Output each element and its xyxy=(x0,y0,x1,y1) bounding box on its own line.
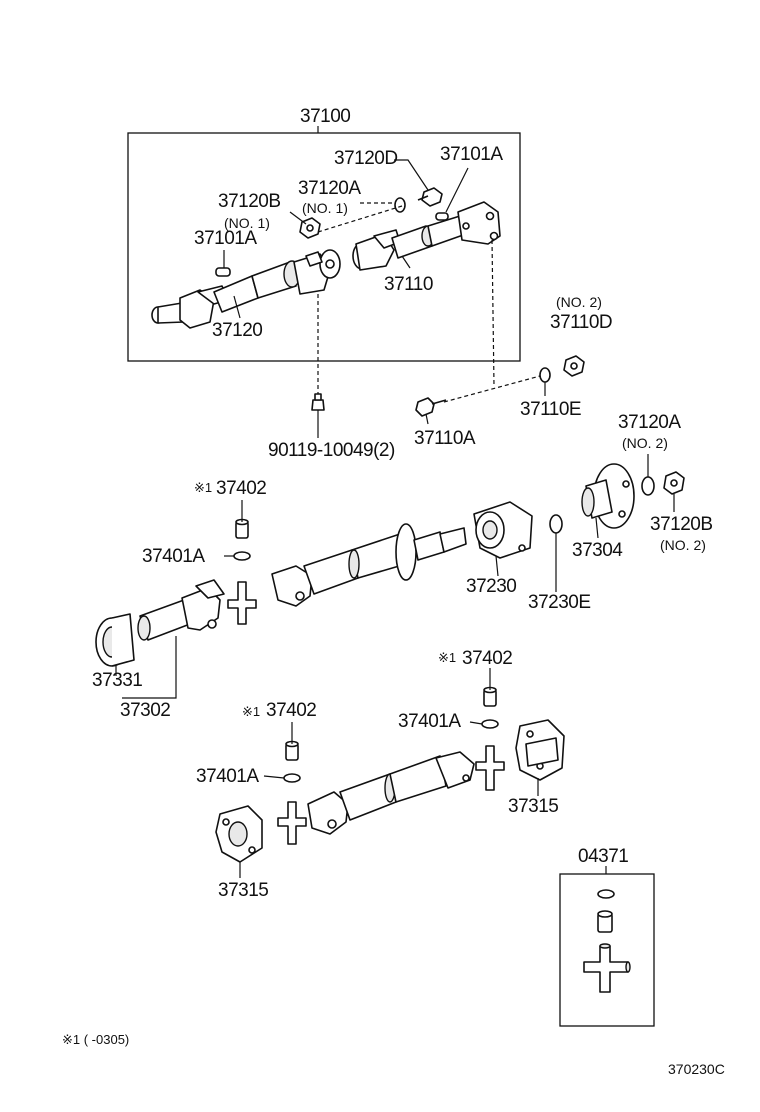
kit-bearing-cup xyxy=(597,910,613,933)
cross-joint-b xyxy=(475,745,505,791)
label-37402-a: 37402 xyxy=(216,478,266,499)
label-mark-3: ※1 xyxy=(242,704,260,719)
leader-37101A-top xyxy=(445,167,469,213)
label-no1-a: (NO. 1) xyxy=(224,215,270,231)
label-37120A: 37120A xyxy=(298,178,361,199)
leader-37120D xyxy=(394,159,429,191)
label-37120: 37120 xyxy=(212,320,262,341)
intermediate-shaft xyxy=(271,523,467,607)
center-shaft-37302 xyxy=(95,579,225,667)
bolt-37110A xyxy=(415,397,447,417)
figure-code: 370230C xyxy=(668,1061,725,1077)
dash-37120A-to-nut xyxy=(317,205,403,233)
kit-snap-ring xyxy=(597,889,615,899)
propeller-shaft-rear-37120 xyxy=(151,249,341,329)
dash-bolt-to-washer xyxy=(443,375,541,403)
kit-04371-box xyxy=(559,873,655,1027)
leader-37110A xyxy=(425,413,429,425)
label-37100: 37100 xyxy=(300,106,350,127)
leader-37304 xyxy=(595,517,599,539)
label-37304: 37304 xyxy=(572,540,623,561)
washer-37230E xyxy=(549,514,563,534)
spider-37402-b xyxy=(483,686,497,707)
label-37401A-c: 37401A xyxy=(196,766,259,787)
label-37120B-r: 37120B xyxy=(650,514,713,535)
assembly-37100-box xyxy=(127,132,521,362)
label-mark-2: ※1 xyxy=(438,650,456,665)
label-37401A-b: 37401A xyxy=(398,711,461,732)
snap-ring-37101A-top xyxy=(435,212,449,221)
nut-37110D xyxy=(563,355,585,377)
label-no2-b: (NO. 2) xyxy=(622,435,668,451)
label-37315-l: 37315 xyxy=(218,880,268,901)
label-37230: 37230 xyxy=(466,576,516,597)
label-37120D: 37120D xyxy=(334,148,398,169)
leader-37401A-b xyxy=(469,721,483,725)
label-37101A-left: 37101A xyxy=(194,228,257,249)
rear-shaft-lower xyxy=(307,751,475,835)
companion-flange-37304 xyxy=(581,463,635,529)
center-bearing-37230 xyxy=(473,501,533,559)
leader-37120 xyxy=(233,295,241,319)
washer-37120A-no1 xyxy=(394,197,406,213)
snap-ring-37101A-left xyxy=(215,267,231,277)
leader-37230 xyxy=(495,555,499,577)
label-37110A: 37110A xyxy=(414,428,476,449)
leader-37401A-c xyxy=(263,775,285,779)
snap-ring-37401A-b xyxy=(481,719,499,729)
flange-yoke-37315-right xyxy=(515,719,565,781)
label-37110D: 37110D xyxy=(550,312,612,333)
label-37110: 37110 xyxy=(384,274,433,295)
snap-ring-37401A-c xyxy=(283,773,301,783)
nut-37120B-no2 xyxy=(663,471,685,495)
spider-37402-a xyxy=(235,518,249,539)
label-37315-r: 37315 xyxy=(508,796,558,817)
grease-fitting-90119 xyxy=(311,393,325,411)
label-mark-1: ※1 xyxy=(194,480,212,495)
label-37110E: 37110E xyxy=(520,399,581,420)
label-no2-a: (NO. 2) xyxy=(556,294,602,310)
cross-joint-c xyxy=(277,801,307,845)
leader-37110 xyxy=(401,255,411,269)
spider-37402-c xyxy=(285,740,299,761)
footnote: ※1 ( -0305) xyxy=(62,1032,129,1047)
label-37302: 37302 xyxy=(120,700,170,721)
label-37120B: 37120B xyxy=(218,191,281,212)
label-37402-b: 37402 xyxy=(462,648,512,669)
bolt-37120D xyxy=(417,187,443,207)
leader-37120B xyxy=(289,211,307,225)
label-no2-c: (NO. 2) xyxy=(660,537,706,553)
label-04371: 04371 xyxy=(578,846,628,867)
washer-37120A-no2 xyxy=(641,476,655,496)
label-37101A-top: 37101A xyxy=(440,144,503,165)
propeller-shaft-front-37110 xyxy=(352,201,501,271)
dash-front-flange xyxy=(491,239,495,387)
label-90119: 90119-10049(2) xyxy=(268,440,395,461)
label-no1-b: (NO. 1) xyxy=(302,200,348,216)
label-37120A-r: 37120A xyxy=(618,412,681,433)
label-37230E: 37230E xyxy=(528,592,591,613)
label-37401A-a: 37401A xyxy=(142,546,205,567)
kit-cross-joint xyxy=(583,943,631,993)
snap-ring-37401A-a xyxy=(233,551,251,561)
label-37331: 37331 xyxy=(92,670,142,691)
washer-37110E xyxy=(539,367,551,383)
cross-joint-a xyxy=(227,581,257,625)
label-37402-c: 37402 xyxy=(266,700,316,721)
flange-yoke-37315-left xyxy=(215,805,263,863)
assembly-37100-group xyxy=(127,126,521,362)
leader-37302 xyxy=(122,636,177,699)
nut-37120B-no1 xyxy=(299,217,321,239)
labels-group: 37100 37120D 37101A 37120B 37120A (NO. 1… xyxy=(62,106,725,1077)
